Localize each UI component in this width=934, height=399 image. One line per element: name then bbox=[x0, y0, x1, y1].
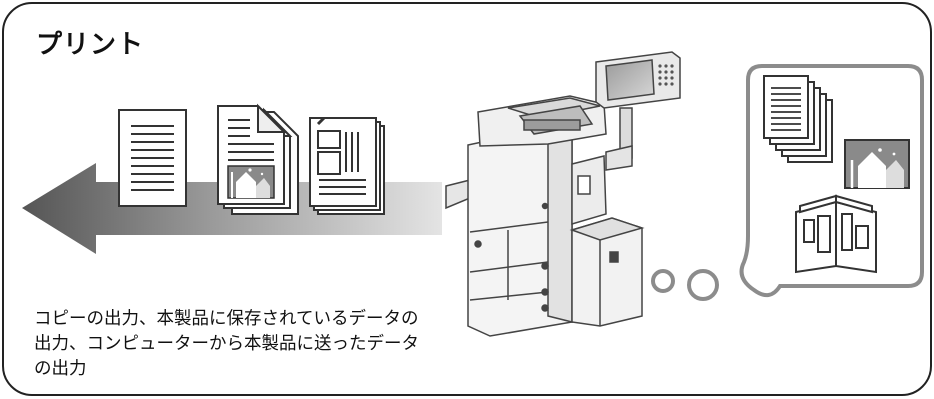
caption-line: コピーの出力、本製品に保存されているデータの bbox=[34, 309, 419, 329]
text-document-icon bbox=[118, 109, 187, 207]
page-title: プリント bbox=[36, 30, 145, 60]
stacked-documents-icon bbox=[763, 75, 833, 163]
caption: コピーの出力、本製品に保存されているデータの 出力、コンピューターから本製品に送… bbox=[34, 307, 474, 382]
caption-line: 出力、コンピューターから本製品に送ったデータ bbox=[34, 334, 419, 354]
booklet-icon bbox=[795, 194, 877, 274]
photo-icon bbox=[844, 139, 910, 189]
printer-icon bbox=[445, 51, 681, 337]
caption-line: の出力 bbox=[34, 359, 87, 379]
layout-document-icon bbox=[309, 116, 385, 215]
photo-document-icon bbox=[217, 103, 299, 215]
